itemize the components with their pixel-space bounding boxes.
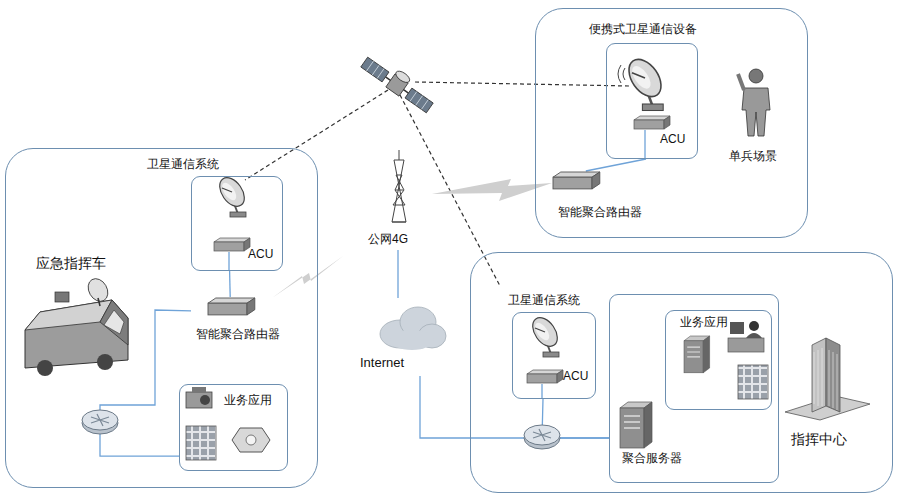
cloud-icon [380, 307, 446, 350]
operator-icon [728, 321, 764, 352]
operator-icon [728, 338, 764, 352]
building-icon [814, 348, 837, 410]
antenna-icon [215, 173, 250, 217]
vehicle-icon [97, 354, 113, 370]
soldier-icon [742, 88, 770, 136]
cloud-node: Internet [352, 298, 448, 376]
camera-icon [192, 387, 206, 392]
vehicle-icon [55, 292, 69, 302]
aggregation-router-device [553, 172, 600, 189]
tower-icon [392, 150, 406, 222]
subsystem-box: 卫星通信系统ACU [191, 176, 283, 271]
application-box: 业务应用 [179, 384, 288, 471]
soldier-icon [738, 74, 744, 90]
region-box: 应急指挥车卫星通信系统ACU智能聚合路由器业务应用 [5, 148, 318, 488]
node-label: 便携式卫星通信设备 [589, 22, 697, 36]
node-label: 应急指挥车 [36, 255, 106, 272]
subsystem-box: ACU [606, 43, 698, 159]
node-label: ACU [248, 247, 273, 261]
vehicle-icon [37, 360, 53, 376]
acu-device [527, 370, 563, 383]
terminal-icon [246, 435, 256, 445]
terminal-icon [232, 428, 270, 452]
node-label: Internet [360, 355, 404, 371]
soldier-icon [738, 69, 770, 136]
satellite-icon [360, 51, 438, 115]
satellite-links [415, 82, 630, 86]
node-label: 聚合服务器 [622, 451, 682, 465]
region-box: 指挥中心卫星通信系统ACU聚合服务器业务应用 [470, 252, 893, 493]
tower-icon [392, 150, 406, 222]
connector [586, 159, 646, 171]
router-icon [82, 410, 118, 434]
antenna-icon [618, 65, 625, 83]
node-label: 指挥中心 [791, 431, 847, 448]
router-icon [82, 410, 560, 449]
satellite-icon [361, 57, 389, 82]
connector [229, 271, 231, 297]
node-label: 公网4G [368, 232, 408, 246]
device-node: 智能聚合路由器 [549, 171, 664, 226]
acu-device [634, 116, 670, 129]
node-label: 卫星通信系统 [508, 293, 580, 307]
vehicle-icon [104, 310, 124, 334]
terminal-icon [232, 428, 270, 452]
aggregation-router-device [208, 172, 600, 315]
antenna-icon [528, 313, 563, 357]
video-wall-icon [738, 365, 768, 399]
aggregation-router-device [208, 298, 255, 315]
camera-icon [186, 392, 212, 408]
node-label: 智能聚合路由器 [196, 327, 280, 341]
region-box: 便携式卫星通信设备单兵场景 ACU 智能聚合路由器 [535, 8, 808, 238]
video-wall-icon [186, 426, 216, 460]
acu-device [541, 384, 542, 398]
satellite-icon [367, 61, 429, 109]
server-icon [620, 402, 652, 448]
satellite-links [245, 90, 388, 180]
acu-device [644, 130, 645, 158]
router-icon [524, 425, 560, 449]
acu-device [214, 238, 250, 251]
camera-icon [186, 387, 212, 408]
operator-icon [746, 333, 762, 338]
subsystem-box: 卫星通信系统ACU [512, 312, 596, 399]
node-label: 单兵场景 [729, 149, 777, 163]
service-box: 聚合服务器 业务应用 [609, 294, 779, 483]
antenna-icon [622, 54, 667, 111]
tower-node: 公网4G [366, 148, 430, 250]
node-label: 业务应用 [224, 393, 272, 407]
application-box: 业务应用 [665, 310, 772, 410]
vehicle-icon [100, 300, 128, 345]
vehicle-icon [25, 275, 128, 376]
connector [397, 250, 398, 298]
server-icon [684, 336, 710, 373]
tower-icon [392, 221, 406, 223]
camera-icon [200, 395, 210, 405]
wireless-bolt [432, 179, 552, 201]
node-label: ACU [563, 369, 588, 383]
cloud-icon [390, 330, 434, 350]
node-label: ACU [660, 132, 685, 146]
wireless-bolt [272, 179, 552, 298]
vehicle-icon [98, 298, 100, 306]
operator-icon [749, 321, 759, 331]
soldier-icon [749, 69, 763, 83]
satellite-icon [394, 69, 412, 85]
node-label: 智能聚合路由器 [558, 205, 642, 219]
node-label: 业务应用 [680, 315, 728, 329]
video-wall-icon [186, 365, 768, 460]
operator-icon [730, 322, 744, 334]
acu-device [228, 252, 229, 270]
satellite-links [245, 82, 630, 286]
vehicle-icon [25, 300, 128, 368]
connector [420, 376, 609, 438]
building-icon [785, 338, 870, 420]
node-label: 卫星通信系统 [147, 157, 219, 171]
device-node: 智能聚合路由器 [191, 297, 303, 345]
